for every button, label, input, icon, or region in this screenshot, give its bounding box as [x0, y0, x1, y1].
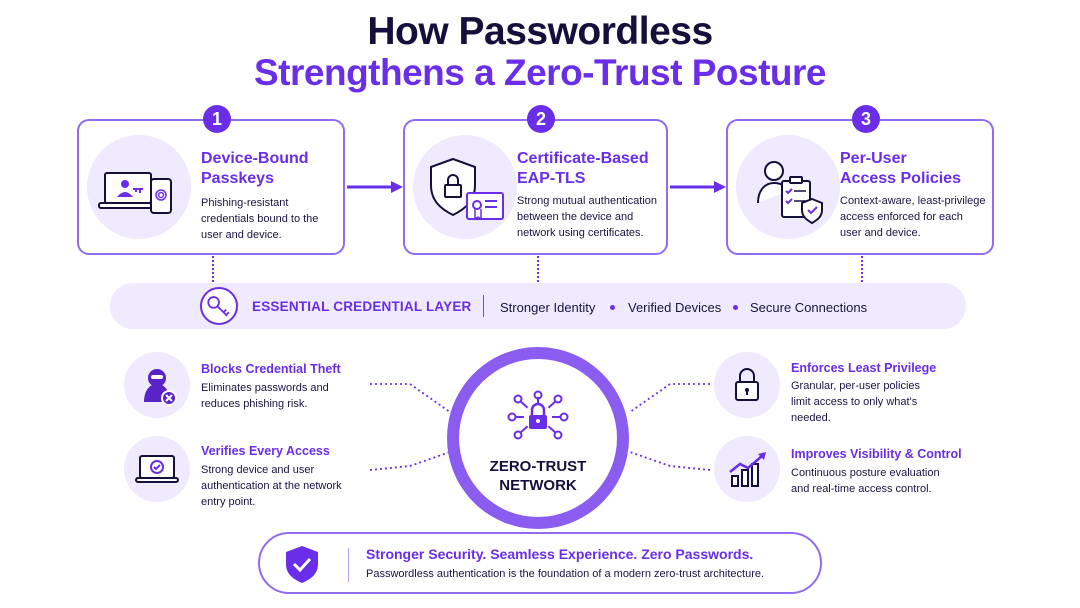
feature-description: Eliminates passwords and reduces phishin…	[201, 382, 329, 410]
layer-item: Verified Devices	[628, 300, 722, 315]
arrow-right-icon	[347, 181, 403, 193]
feature-description: Continuous posture evaluation and real-t…	[791, 467, 940, 495]
user-policy-checklist-icon	[736, 135, 840, 239]
title-line-2: Strengthens a Zero-Trust Posture	[254, 52, 827, 93]
arrow-right-icon	[670, 181, 726, 193]
shield-certificate-icon	[413, 135, 517, 239]
step-number-badge: 1	[203, 105, 231, 133]
step-number-badge: 2	[527, 105, 555, 133]
dotted-connector	[861, 256, 863, 282]
step-number-badge: 3	[852, 105, 880, 133]
hub-label-line-2: NETWORK	[499, 477, 577, 494]
feature-title: Blocks Credential Theft	[201, 362, 341, 376]
network-lock-icon	[507, 390, 569, 440]
feature-title: Improves Visibility & Control	[791, 447, 962, 461]
feature-description: Granular, per-user policies limit access…	[791, 380, 921, 424]
divider	[483, 295, 484, 317]
summary-bar: Stronger Security. Seamless Experience. …	[258, 532, 822, 594]
hacker-blocked-icon	[124, 352, 190, 418]
step-title: Per-User Access Policies	[840, 150, 961, 187]
layer-item: Stronger Identity	[500, 300, 596, 315]
laptop-phone-passkey-icon	[87, 135, 191, 239]
feature-title: Enforces Least Privilege	[791, 361, 937, 375]
dotted-connector	[537, 256, 539, 282]
summary-title: Stronger Security. Seamless Experience. …	[366, 546, 754, 562]
step-description: Context-aware, least-privilege access en…	[840, 195, 986, 239]
lock-icon	[714, 352, 780, 418]
step-card-device-bound-passkeys: 1 Device-Bound Passkeys Phishing-resista…	[77, 105, 345, 255]
divider	[348, 548, 349, 582]
step-description: Strong mutual authentication between the…	[517, 195, 658, 239]
step-card-per-user-access-policies: 3 Per-User Access Policies Context-aware…	[726, 105, 994, 255]
title-line-1: How Passwordless	[367, 10, 713, 53]
feature-title: Verifies Every Access	[201, 444, 330, 458]
step-title: Certificate-Based EAP-TLS	[517, 150, 649, 187]
credential-layer-bar: ESSENTIAL CREDENTIAL LAYER Stronger Iden…	[110, 283, 966, 329]
credential-layer-title: ESSENTIAL CREDENTIAL LAYER	[252, 299, 472, 314]
growth-chart-icon	[714, 436, 780, 502]
feature-description: Strong device and user authentication at…	[201, 464, 342, 508]
bullet-dot	[733, 305, 738, 310]
layer-item: Secure Connections	[750, 300, 868, 315]
dotted-connector	[212, 256, 214, 282]
step-card-certificate-eap-tls: 2 Certificate-Based EAP-TLS Strong mutua…	[403, 105, 668, 255]
laptop-check-icon	[124, 436, 190, 502]
bullet-dot	[610, 305, 615, 310]
shield-check-icon	[286, 546, 318, 583]
zero-trust-network-hub: ZERO-TRUST NETWORK	[447, 347, 629, 529]
step-description: Phishing-resistant credentials bound to …	[201, 197, 319, 241]
hub-label-line-1: ZERO-TRUST	[489, 458, 587, 475]
summary-description: Passwordless authentication is the found…	[366, 568, 765, 580]
key-icon	[200, 287, 238, 325]
step-title: Device-Bound Passkeys	[201, 150, 309, 187]
